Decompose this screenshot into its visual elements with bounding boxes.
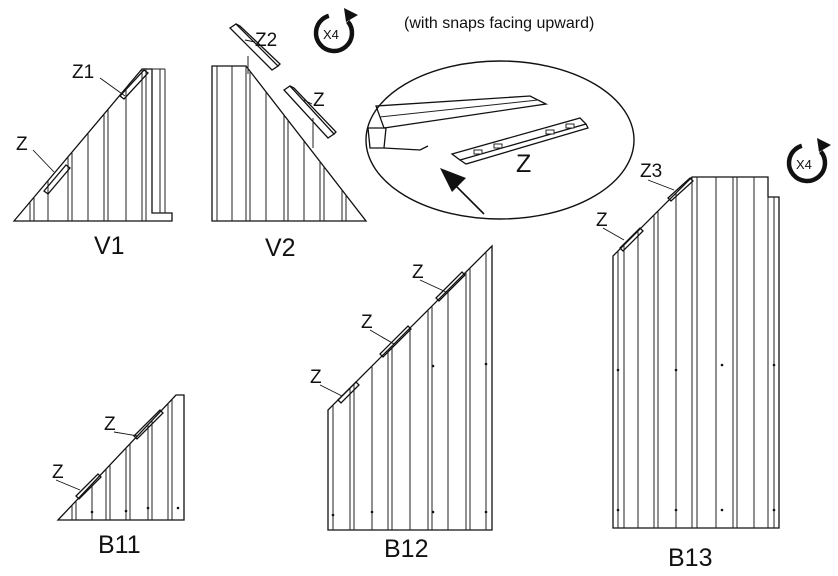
leader-line — [113, 431, 139, 437]
panel-v1-ribs — [29, 68, 166, 221]
leader-line — [419, 279, 447, 293]
z-label: Z — [596, 210, 608, 231]
leader-line — [647, 179, 675, 191]
z-label: Z — [361, 312, 373, 333]
pointer-arrow-icon — [440, 168, 466, 192]
leader-line — [99, 77, 126, 97]
part-label: B12 — [384, 535, 428, 563]
z-label: Z1 — [72, 62, 94, 83]
z-label: Z — [52, 462, 64, 483]
panel-b13: Z3 Z B13 — [596, 161, 780, 572]
z-label: Z — [412, 262, 424, 283]
panel-v2: Z2 Z V2 — [211, 23, 368, 262]
rotate-x4-icon: X4 — [313, 8, 358, 54]
z-label: Z — [310, 367, 322, 388]
note-text: (with snaps facing upward) — [404, 15, 594, 32]
rotate-arrow-icon — [817, 138, 831, 152]
part-label: V1 — [94, 232, 125, 260]
z-label: Z — [16, 134, 28, 155]
panel-b12: Z Z Z B12 — [310, 244, 493, 563]
panel-v1: Z1 Z V1 — [12, 62, 173, 260]
multiplier-label: X4 — [323, 27, 339, 42]
part-label: B11 — [98, 531, 141, 559]
z-label: Z — [516, 150, 531, 178]
panel-v2-ribs — [216, 66, 347, 221]
z-label: Z3 — [640, 161, 662, 182]
multiplier-label: X4 — [796, 157, 812, 172]
rotate-x4-icon: X4 — [786, 138, 831, 184]
leader-line — [55, 479, 81, 491]
z-label: Z2 — [255, 30, 277, 51]
z-label: Z — [104, 414, 116, 435]
panel-b11: Z Z B11 — [52, 394, 185, 559]
rotate-arrow-icon — [344, 8, 358, 22]
part-label: B13 — [668, 544, 712, 572]
leader-line — [369, 329, 395, 345]
panel-b11-ribs — [71, 399, 173, 520]
leader-line — [602, 227, 625, 241]
panel-b12-ribs — [332, 252, 487, 530]
leader-line — [303, 99, 313, 105]
leader-line — [319, 384, 343, 397]
part-label: V2 — [265, 234, 296, 262]
leader-line — [32, 149, 55, 173]
leader-line — [244, 39, 256, 43]
z-label: Z — [313, 90, 325, 111]
detail-callout: Z — [365, 60, 635, 220]
panel-b13-ribs — [617, 177, 775, 528]
